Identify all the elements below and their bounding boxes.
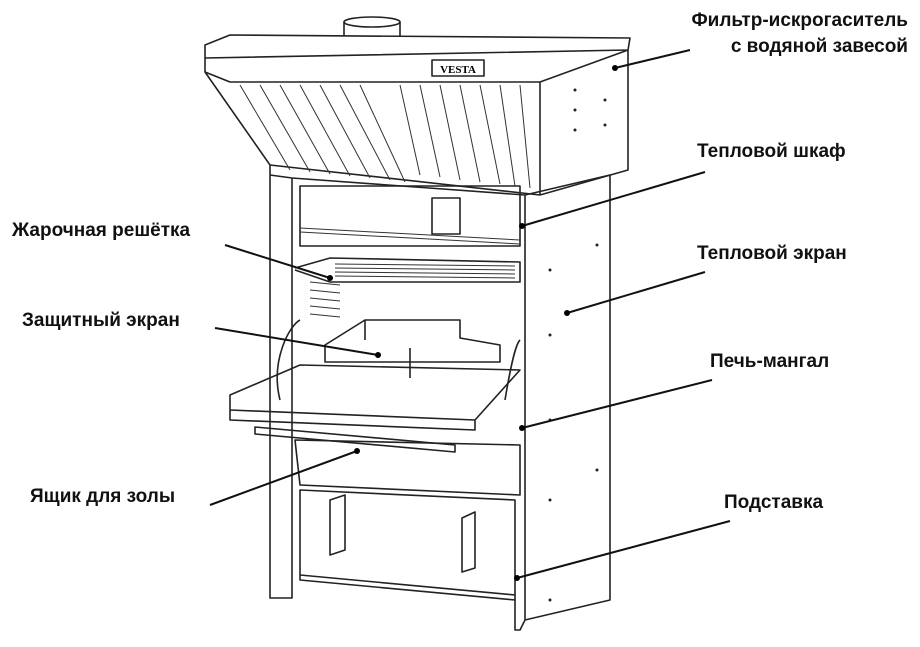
label-filter: Фильтр-искрогаситель с водяной завесой xyxy=(691,8,908,60)
hood xyxy=(204,34,631,196)
grill-grate xyxy=(294,257,521,283)
label-filter-line2: с водяной завесой xyxy=(730,36,908,57)
rivets xyxy=(548,88,607,602)
protective-screen xyxy=(324,319,501,378)
oven-door xyxy=(229,364,521,431)
brand-logo: VESTA xyxy=(440,64,476,76)
label-grill-grate: Жарочная решётка xyxy=(12,220,191,241)
ash-box-handle xyxy=(254,426,456,453)
heat-cabinet-frame xyxy=(269,165,611,631)
chimney-pipe xyxy=(343,16,401,28)
leader-lines xyxy=(209,49,731,581)
label-ash-box: Ящик для золы xyxy=(30,486,176,507)
stand xyxy=(299,489,516,601)
label-protective-screen: Защитный экран xyxy=(22,310,180,331)
ash-box xyxy=(294,439,521,496)
label-stand: Подставка xyxy=(724,492,824,513)
label-filter-line1: Фильтр-искрогаситель xyxy=(691,10,908,31)
filter-slats xyxy=(239,84,531,189)
label-oven-grill: Печь-мангал xyxy=(710,351,830,372)
label-heat-cabinet: Тепловой шкаф xyxy=(697,141,846,162)
label-heat-screen: Тепловой экран xyxy=(697,243,847,264)
